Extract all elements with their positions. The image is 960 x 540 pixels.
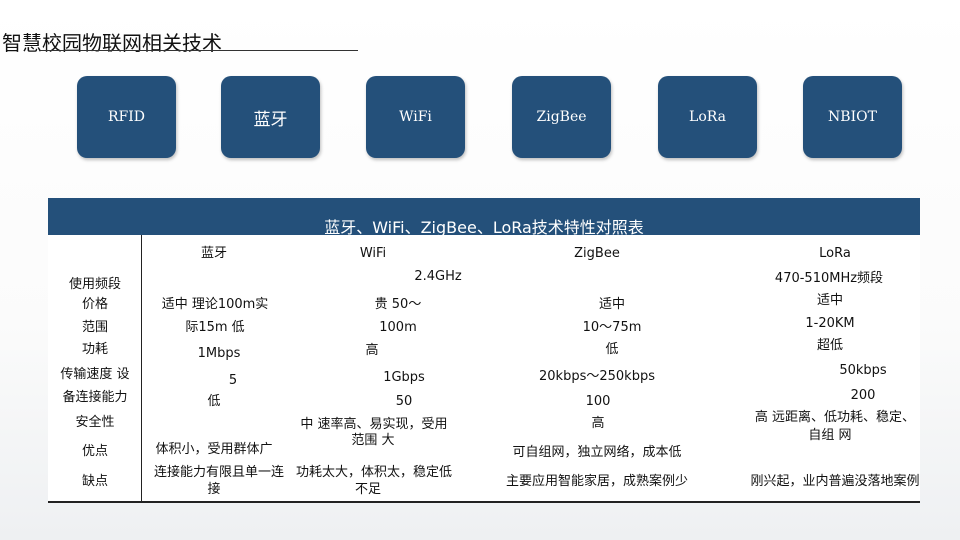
cell: 刚兴起，业内普遍没落地案例 — [750, 474, 920, 489]
zigbee-button[interactable]: ZigBee — [512, 76, 611, 158]
row-label: 价格 — [81, 297, 109, 312]
row-label: 功耗 — [81, 342, 109, 357]
nbiot-button[interactable]: NBIOT — [803, 76, 902, 158]
row-label: 备连接能力 — [62, 390, 128, 405]
bluetooth-button[interactable]: 蓝牙 — [221, 76, 320, 158]
column-header: WiFi — [359, 246, 387, 261]
cell: 不足 — [354, 482, 382, 497]
cell: 适中 — [598, 297, 626, 312]
cell: 范围 大 — [351, 433, 395, 448]
cell: 接 — [207, 482, 221, 497]
row-label: 缺点 — [81, 474, 109, 489]
cell: 高 远距离、低功耗、稳定、 — [754, 410, 916, 425]
cell: 低 — [605, 342, 619, 357]
cell: 际15m 低 — [185, 320, 245, 335]
cell: 10～75m — [582, 320, 642, 335]
cell: 连接能力有限且单一连 — [153, 465, 285, 480]
table-header: 蓝牙、WiFi、ZigBee、LoRa技术特性对照表 — [48, 198, 920, 237]
cell: 20kbps～250kbps — [539, 369, 655, 384]
cell: 200 — [850, 388, 876, 403]
title-underline — [40, 50, 358, 51]
row-label: 传输速度 设 — [60, 367, 130, 382]
cell: 超低 — [816, 338, 844, 353]
row-label: 优点 — [81, 444, 109, 459]
column-header: ZigBee — [574, 246, 620, 261]
row-label: 使用频段 — [68, 277, 122, 292]
cell: 适中 — [816, 293, 844, 308]
cell: 主要应用智能家居，成熟案例少 — [505, 474, 689, 489]
cell: 低 — [207, 394, 221, 409]
cell: 50kbps — [839, 363, 887, 378]
rfid-button[interactable]: RFID — [77, 76, 176, 158]
cell: 高 — [591, 416, 605, 431]
cell: 体积小，受用群体广 — [155, 442, 273, 457]
column-header: 蓝牙 — [200, 246, 228, 261]
cell: 1Gbps — [383, 370, 425, 385]
column-header: LoRa — [819, 246, 851, 261]
cell: 适中 理论100m实 — [161, 297, 269, 312]
comparison-table: 蓝牙 WiFi ZigBee LoRa 使用频段 价格 范围 功耗 传输速度 设… — [48, 235, 920, 503]
cell: 可自组网，独立网络，成本低 — [512, 445, 682, 460]
cell: 高 — [365, 343, 379, 358]
cell: 功耗太大，体积太，稳定低 — [295, 465, 453, 480]
cell: 50 — [395, 394, 413, 409]
cell: 100m — [379, 320, 417, 335]
cell: 自组 网 — [808, 428, 852, 443]
wifi-button[interactable]: WiFi — [366, 76, 465, 158]
cell: 1Mbps — [197, 346, 241, 361]
table-title: 蓝牙、WiFi、ZigBee、LoRa技术特性对照表 — [324, 218, 644, 237]
cell: 100 — [585, 394, 611, 409]
row-label: 安全性 — [75, 415, 115, 430]
cell: 470-510MHz频段 — [774, 271, 884, 286]
column-divider — [141, 235, 142, 501]
lora-button[interactable]: LoRa — [658, 76, 757, 158]
cell: 1-20KM — [805, 316, 855, 331]
row-label: 范围 — [81, 320, 109, 335]
cell: 5 — [228, 373, 238, 388]
cell: 贵 50～ — [374, 297, 422, 312]
cell: 2.4GHz — [414, 269, 462, 284]
page-title: 智慧校园物联网相关技术 — [2, 31, 222, 55]
cell: 中 速率高、易实现，受用 — [300, 417, 448, 432]
